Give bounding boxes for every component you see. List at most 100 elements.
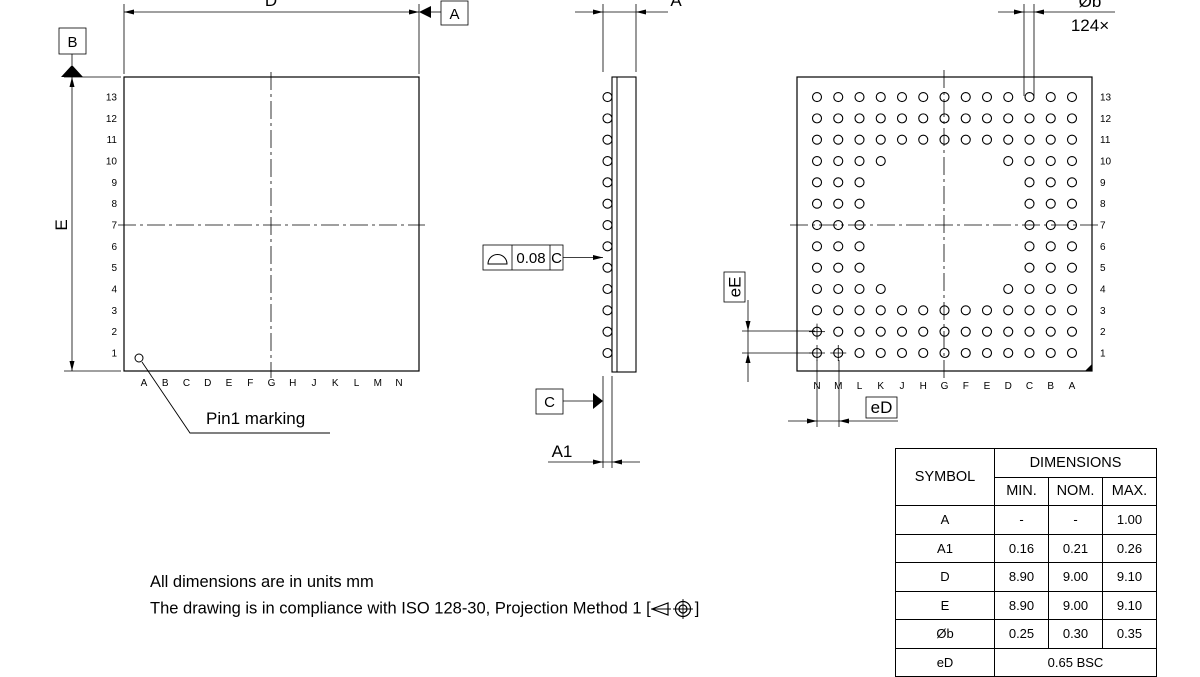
- solder-ball: [811, 177, 823, 188]
- e-arrow-top: [69, 77, 75, 87]
- solder-ball: [1003, 347, 1014, 359]
- table-row: A - - 1.00: [895, 505, 1157, 535]
- e-label: E: [52, 219, 71, 230]
- solder-ball: [854, 177, 865, 188]
- ed-arrow-right: [839, 418, 849, 424]
- solder-ball: [1045, 347, 1056, 359]
- column-label: H: [920, 381, 927, 392]
- side-solder-ball: [602, 326, 613, 337]
- solder-ball: [811, 283, 823, 295]
- solder-ball: [939, 347, 950, 359]
- row-min: 0.16: [994, 533, 1049, 563]
- dimensions-header: DIMENSIONS: [994, 448, 1157, 478]
- solder-ball: [811, 198, 823, 209]
- solder-ball: [1045, 241, 1056, 252]
- corner-index-mark: [1085, 364, 1092, 371]
- row-label: 10: [1100, 157, 1112, 168]
- solder-ball: [875, 113, 886, 124]
- solder-ball: [811, 113, 823, 124]
- side-solder-ball: [602, 91, 613, 103]
- a-label: A: [670, 0, 682, 10]
- solder-ball: [854, 305, 865, 316]
- solder-ball: [960, 326, 971, 337]
- solder-ball: [811, 305, 823, 316]
- row-label: 12: [1100, 114, 1112, 125]
- nom-header: NOM.: [1048, 476, 1103, 506]
- solder-ball: [811, 219, 823, 231]
- table-row: E 8.90 9.00 9.10: [895, 590, 1157, 620]
- solder-ball: [1024, 326, 1035, 337]
- row-min: 0.25: [994, 619, 1049, 649]
- solder-ball: [896, 347, 908, 359]
- e-arrow-bottom: [69, 361, 75, 371]
- row-label: 1: [111, 349, 117, 360]
- solder-ball: [1066, 155, 1078, 167]
- column-label: M: [834, 381, 842, 392]
- solder-ball: [811, 134, 823, 145]
- solder-ball: [918, 305, 929, 316]
- solder-ball: [833, 177, 844, 188]
- column-label: A: [1069, 381, 1076, 392]
- phi-b-arrow-left: [1014, 9, 1024, 15]
- solder-ball: [918, 347, 929, 359]
- solder-ball: [1066, 262, 1078, 273]
- solder-ball: [1045, 198, 1056, 209]
- solder-ball: [1045, 305, 1056, 316]
- ball-count-label: 124×: [1071, 16, 1109, 35]
- solder-ball: [854, 241, 865, 252]
- solder-ball: [1024, 113, 1035, 124]
- iso-note: The drawing is in compliance with ISO 12…: [150, 598, 699, 620]
- substrate-body: [611, 76, 637, 373]
- solder-ball: [854, 326, 865, 337]
- row-symbol: D: [895, 562, 995, 592]
- symbol-header: SYMBOL: [895, 448, 995, 506]
- solder-ball: [1066, 347, 1078, 359]
- solder-ball: [854, 219, 865, 231]
- column-label: J: [312, 378, 317, 389]
- solder-ball: [811, 91, 823, 103]
- column-label: C: [183, 378, 190, 389]
- row-label: 6: [111, 242, 117, 253]
- solder-ball: [1024, 155, 1035, 167]
- solder-ball: [939, 91, 950, 103]
- row-label: 2: [1100, 327, 1106, 338]
- column-label: G: [941, 381, 949, 392]
- solder-ball: [896, 305, 908, 316]
- solder-ball: [854, 155, 865, 167]
- pin1-marking-circle: [134, 353, 144, 363]
- solder-ball: [918, 326, 929, 337]
- column-label: H: [289, 378, 296, 389]
- solder-ball: [1024, 91, 1035, 103]
- table-row: eD 0.65 BSC: [895, 647, 1157, 677]
- column-label: B: [162, 378, 169, 389]
- solder-ball: [1045, 113, 1056, 124]
- solder-ball: [918, 134, 929, 145]
- ball-grid: [809, 91, 1078, 361]
- ed-arrow-left: [807, 418, 817, 424]
- column-label: D: [204, 378, 211, 389]
- solder-ball: [833, 113, 844, 124]
- solder-ball: [1024, 262, 1035, 273]
- row-label: 11: [107, 135, 118, 146]
- solder-ball: [1024, 134, 1035, 145]
- ee-label: eE: [726, 277, 745, 298]
- ee-label-box: [723, 271, 746, 303]
- solder-ball: [1024, 283, 1035, 295]
- solder-ball: [1066, 326, 1078, 337]
- row-label: 8: [111, 199, 117, 210]
- ed-label-box: [865, 396, 898, 419]
- column-label: M: [374, 378, 382, 389]
- row-min: 8.90: [994, 590, 1049, 620]
- solder-ball: [875, 347, 886, 359]
- solder-ball: [833, 155, 844, 167]
- datum-a-label: A: [449, 6, 459, 23]
- solder-ball: [833, 241, 844, 252]
- min-header: MIN.: [994, 476, 1049, 506]
- solder-ball: [1003, 134, 1014, 145]
- solder-ball: [833, 91, 844, 103]
- solder-ball: [854, 198, 865, 209]
- phi-b-arrow-right: [1034, 9, 1044, 15]
